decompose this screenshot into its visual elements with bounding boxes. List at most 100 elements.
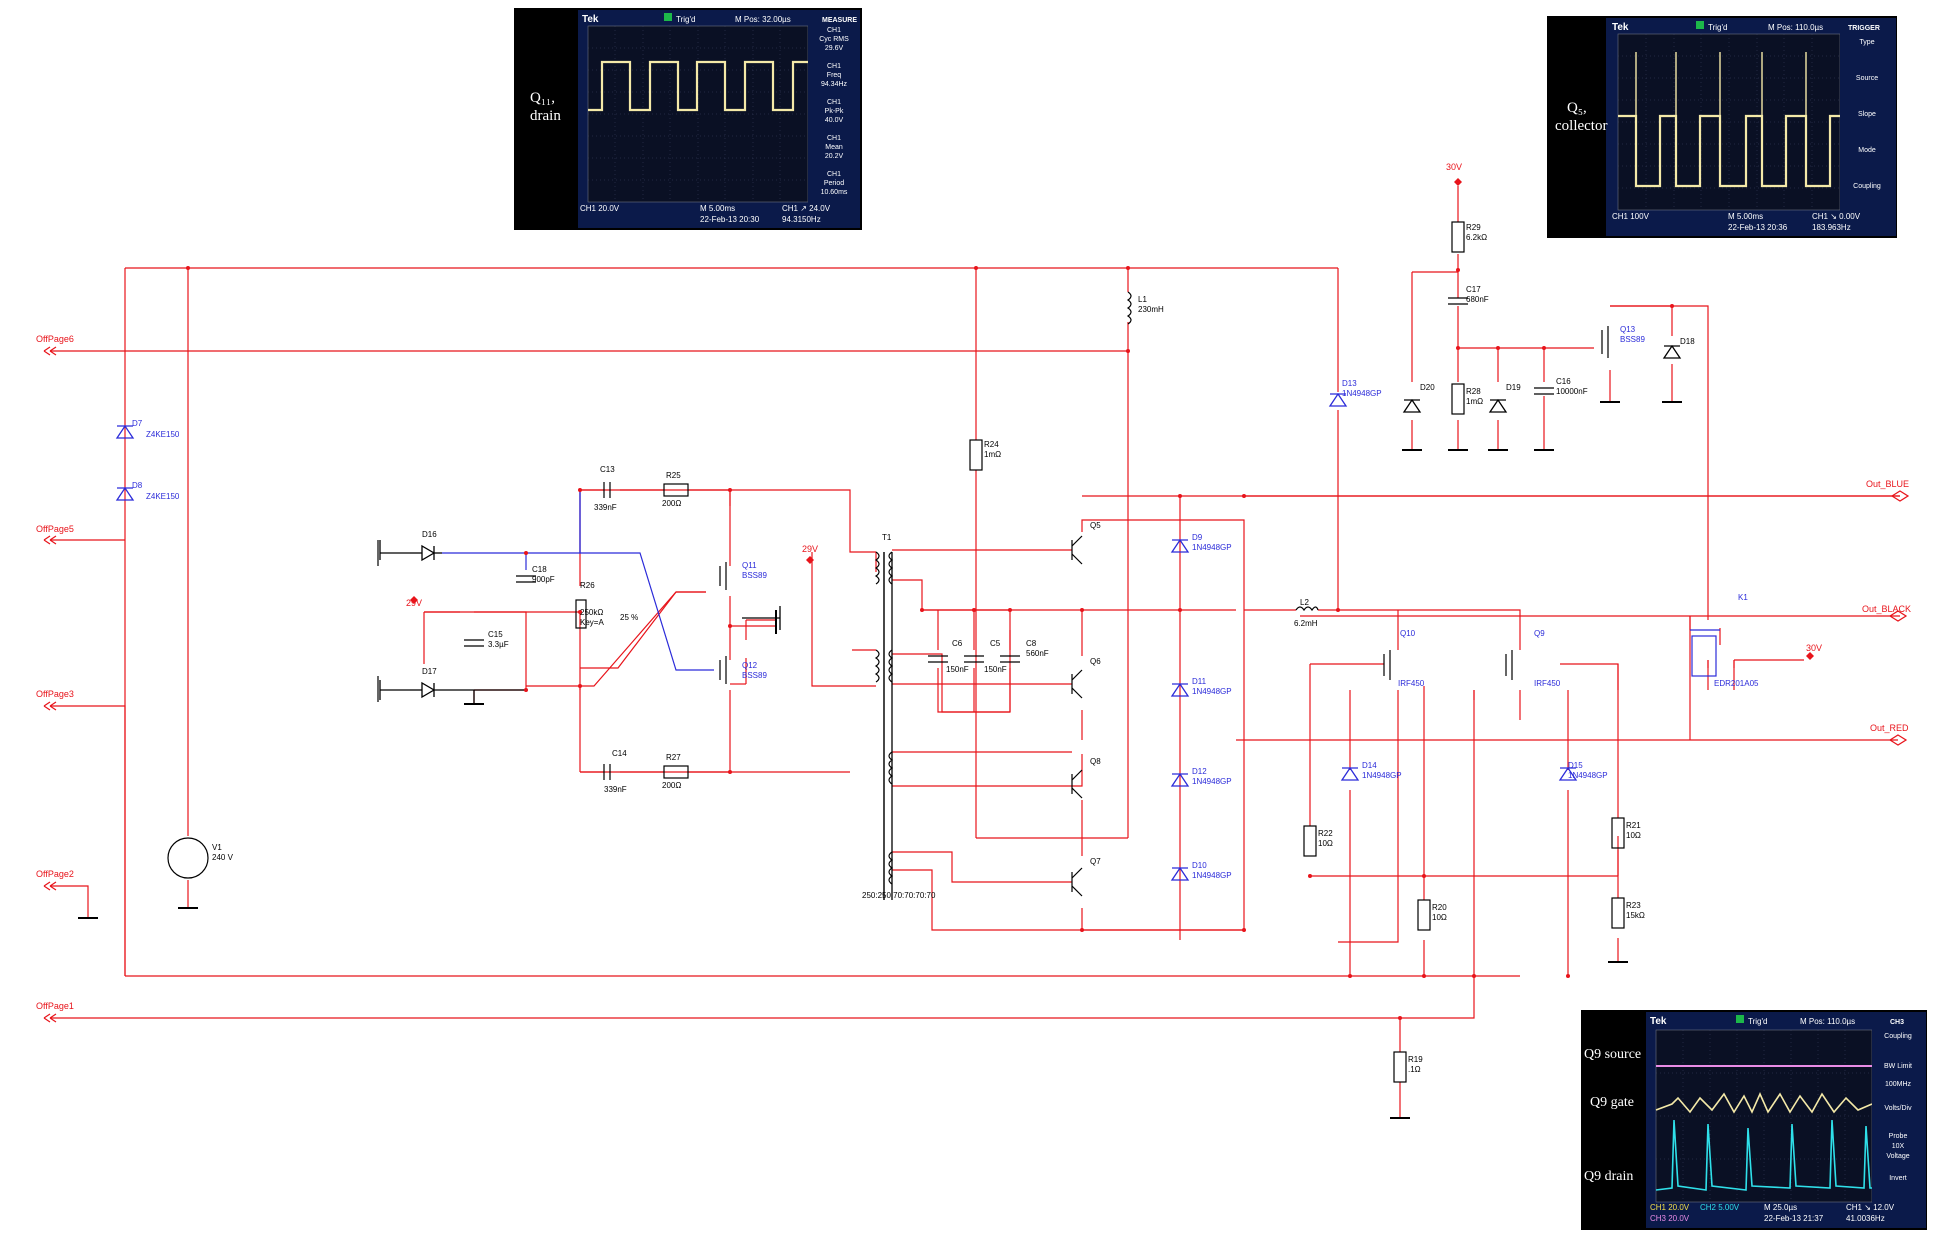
scope3-bottom-m: M 25.0µs bbox=[1764, 1203, 1797, 1212]
scope2-trig: Trig'd bbox=[1708, 23, 1727, 32]
label-d10: D10 bbox=[1192, 861, 1207, 870]
scope3-side-title: CH3 bbox=[1890, 1019, 1904, 1026]
value-q11: BSS89 bbox=[742, 571, 767, 580]
scope3-menu-voltsdiv: Volts/Div bbox=[1884, 1105, 1912, 1112]
scope1-m3-ch: CH1 bbox=[827, 99, 841, 106]
label-d15: D15 bbox=[1568, 761, 1583, 770]
value-r28: 1mΩ bbox=[1466, 397, 1483, 406]
scope-q5-collector: Q₅, collector Tek Trig'd M Pos: 110.0µs … bbox=[1547, 16, 1897, 238]
scope1-label-1: Q₁₁, bbox=[530, 90, 555, 106]
scope2-bottom-trig: CH1 ↘ 0.00V bbox=[1812, 212, 1861, 221]
label-r27: R27 bbox=[666, 753, 681, 762]
scope1-m4-name: Mean bbox=[825, 144, 843, 151]
scope-q9: Q9 source Q9 gate Q9 drain Tek Trig'd M … bbox=[1581, 1010, 1927, 1230]
offpage-1: OffPage1 bbox=[36, 1001, 74, 1011]
scope1-m1-value: 29.6V bbox=[825, 45, 844, 52]
value-t1: 250:250:70:70:70:70 bbox=[862, 891, 936, 900]
value-d8: Z4KE150 bbox=[146, 492, 180, 501]
value-k1: EDR201A05 bbox=[1714, 679, 1759, 688]
scope2-menu-coupling: Coupling bbox=[1853, 183, 1881, 190]
scope3-bottom-trig: CH1 ↘ 12.0V bbox=[1846, 1203, 1895, 1212]
scope3-label-source: Q9 source bbox=[1584, 1047, 1641, 1062]
scope1-bottom-date: 22-Feb-13 20:30 bbox=[700, 215, 760, 224]
scope1-m2-name: Freq bbox=[827, 72, 842, 79]
label-c8: C8 bbox=[1026, 639, 1037, 648]
scope1-m2-value: 94.34Hz bbox=[821, 81, 848, 88]
scope3-bottom-ch2: CH2 5.00V bbox=[1700, 1203, 1740, 1212]
scope3-menu-bw-value: 100MHz bbox=[1885, 1081, 1912, 1088]
label-c13: C13 bbox=[600, 465, 615, 474]
label-r24: R24 bbox=[984, 440, 999, 449]
label-r21: R21 bbox=[1626, 821, 1641, 830]
value-l2: 6.2mH bbox=[1294, 619, 1318, 628]
label-r26: R26 bbox=[580, 581, 595, 590]
rail-29v-left: 29V bbox=[406, 598, 422, 608]
scope1-m3-name: Pk-Pk bbox=[825, 108, 844, 115]
label-d14: D14 bbox=[1362, 761, 1377, 770]
scope1-mpos: M Pos: 32.00µs bbox=[735, 15, 791, 24]
value-d7: Z4KE150 bbox=[146, 430, 180, 439]
label-d20: D20 bbox=[1420, 383, 1435, 392]
scope3-bottom-date: 22-Feb-13 21:37 bbox=[1764, 1214, 1824, 1223]
value-q13: BSS89 bbox=[1620, 335, 1645, 344]
scope3-menu-bwlimit: BW Limit bbox=[1884, 1063, 1912, 1070]
offpage-2: OffPage2 bbox=[36, 869, 74, 879]
wires bbox=[50, 186, 1900, 1118]
scope3-mpos: M Pos: 110.0µs bbox=[1800, 1017, 1855, 1026]
value-d13: 1N4948GP bbox=[1342, 389, 1382, 398]
label-c18: C18 bbox=[532, 565, 547, 574]
value-q10: IRF450 bbox=[1398, 679, 1425, 688]
label-c14: C14 bbox=[612, 749, 627, 758]
scope2-side-title: TRIGGER bbox=[1848, 25, 1880, 32]
scope1-m1-ch: CH1 bbox=[827, 27, 841, 34]
label-q10: Q10 bbox=[1400, 629, 1416, 638]
label-d13: D13 bbox=[1342, 379, 1357, 388]
offpage-5: OffPage5 bbox=[36, 524, 74, 534]
offpage-3: OffPage3 bbox=[36, 689, 74, 699]
scope2-menu-type: Type bbox=[1859, 39, 1874, 46]
scope2-bottom-ch: CH1 100V bbox=[1612, 212, 1650, 221]
scope3-label-gate: Q9 gate bbox=[1590, 1095, 1634, 1110]
scope1-m4-ch: CH1 bbox=[827, 135, 841, 142]
scope2-mpos: M Pos: 110.0µs bbox=[1768, 23, 1823, 32]
scope2-menu-source: Source bbox=[1856, 75, 1878, 82]
value-c13: 339nF bbox=[594, 503, 617, 512]
label-k1: K1 bbox=[1738, 593, 1748, 602]
scope1-bottom-ch: CH1 20.0V bbox=[580, 204, 620, 213]
label-d18: D18 bbox=[1680, 337, 1695, 346]
diodes bbox=[115, 392, 1578, 881]
value-d12: 1N4948GP bbox=[1192, 777, 1232, 786]
label-q6: Q6 bbox=[1090, 657, 1101, 666]
scope1-side-title: MEASURE bbox=[822, 17, 857, 24]
value-r24: 1mΩ bbox=[984, 450, 1001, 459]
scope3-menu-coupling: Coupling bbox=[1884, 1033, 1912, 1040]
scope-q11-drain: Q₁₁, drain Tek Trig'd M Pos: 32.00µs MEA… bbox=[514, 8, 862, 230]
percent-r26: 25 % bbox=[620, 613, 638, 622]
label-r19: R19 bbox=[1408, 1055, 1423, 1064]
value-r29: 6.2kΩ bbox=[1466, 233, 1487, 242]
label-d19: D19 bbox=[1506, 383, 1521, 392]
rail-30v-top: 30V bbox=[1446, 162, 1462, 172]
scope3-menu-probe-value: 10X bbox=[1892, 1143, 1905, 1150]
scope1-m4-value: 20.2V bbox=[825, 153, 844, 160]
scope3-label-drain: Q9 drain bbox=[1584, 1169, 1633, 1184]
scope1-m3-value: 40.0V bbox=[825, 117, 844, 124]
value-r19: .1Ω bbox=[1408, 1065, 1421, 1074]
value-d10: 1N4948GP bbox=[1192, 871, 1232, 880]
value-q12: BSS89 bbox=[742, 671, 767, 680]
value-d15: 1N4948GP bbox=[1568, 771, 1608, 780]
label-c15: C15 bbox=[488, 630, 503, 639]
scope1-m2-ch: CH1 bbox=[827, 63, 841, 70]
value-d14: 1N4948GP bbox=[1362, 771, 1402, 780]
label-l2: L2 bbox=[1300, 598, 1309, 607]
scope1-trig: Trig'd bbox=[676, 15, 695, 24]
value-c16: 10000nF bbox=[1556, 387, 1588, 396]
value-r27: 200Ω bbox=[662, 781, 681, 790]
out-blue: Out_BLUE bbox=[1866, 479, 1909, 489]
scope2-menu-mode: Mode bbox=[1858, 147, 1876, 154]
label-c17: C17 bbox=[1466, 285, 1481, 294]
scope3-bottom-ch3: CH3 20.0V bbox=[1650, 1214, 1690, 1223]
value-c5: 150nF bbox=[984, 665, 1007, 674]
label-d12: D12 bbox=[1192, 767, 1207, 776]
